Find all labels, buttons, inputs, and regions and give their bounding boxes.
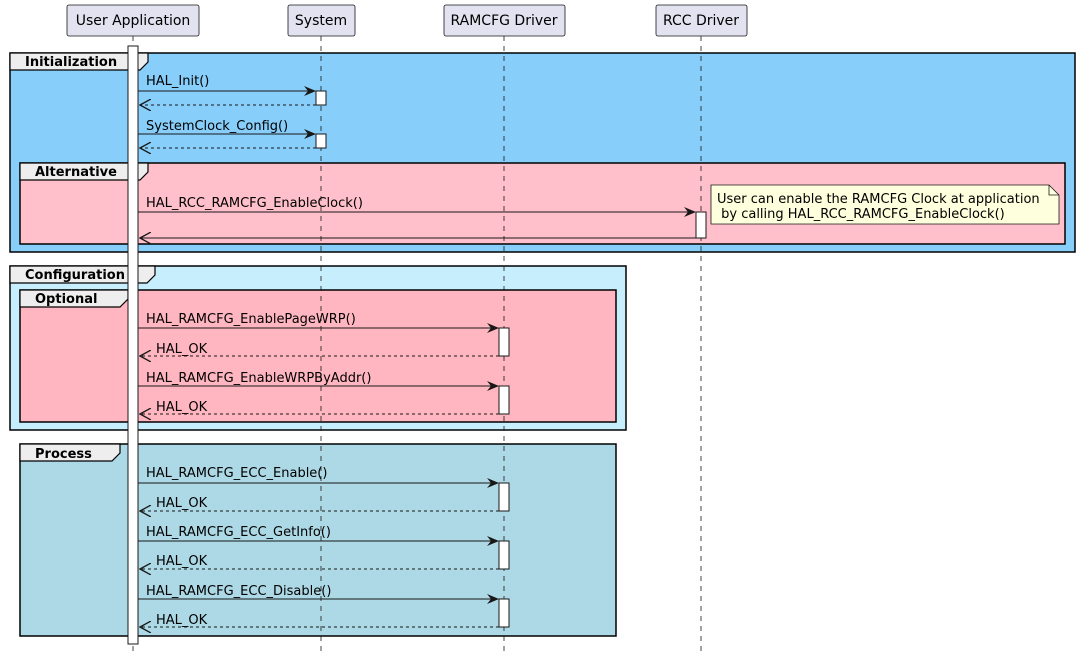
participant-ramcfg-driver: RAMCFG Driver — [443, 4, 566, 37]
participant-rcc-driver: RCC Driver — [655, 4, 748, 37]
participant-label: RAMCFG Driver — [450, 13, 557, 29]
message-label-rcc-enable-clock: HAL_RCC_RAMCFG_EnableClock() — [146, 196, 363, 211]
group-process: Process — [19, 443, 617, 637]
group-label-process: Process — [35, 447, 92, 462]
activation-bars — [127, 45, 707, 645]
activation-ramcfg-3 — [498, 482, 510, 512]
participant-system: System — [287, 4, 356, 37]
participant-label: System — [295, 13, 347, 29]
note-line-1: User can enable the RAMCFG Clock at appl… — [717, 192, 1040, 207]
activation-ramcfg-4 — [498, 540, 510, 570]
messages — [138, 86, 696, 627]
message-label-ecc-enable: HAL_RAMCFG_ECC_Enable() — [146, 466, 327, 481]
message-label-ecc-disable: HAL_RAMCFG_ECC_Disable() — [146, 584, 331, 599]
activation-ramcfg-5 — [498, 598, 510, 628]
group-label-initialization: Initialization — [25, 55, 117, 70]
return-label: HAL_OK — [156, 613, 208, 628]
activation-system-2 — [315, 133, 327, 149]
message-label-systemclock-config: SystemClock_Config() — [146, 119, 288, 134]
group-label-configuration: Configuration — [25, 268, 125, 283]
activation-ramcfg-2 — [498, 385, 510, 415]
group-label-optional: Optional — [35, 292, 97, 307]
message-label-enable-page-wrp: HAL_RAMCFG_EnablePageWRP() — [146, 312, 356, 327]
message-label-ecc-getinfo: HAL_RAMCFG_ECC_GetInfo() — [146, 525, 331, 540]
activation-ramcfg-1 — [498, 327, 510, 357]
note: User can enable the RAMCFG Clock at appl… — [710, 184, 1060, 225]
activation-system-1 — [315, 90, 327, 106]
message-label-enable-wrp-by-addr: HAL_RAMCFG_EnableWRPByAddr() — [146, 371, 371, 386]
return-label: HAL_OK — [156, 554, 208, 569]
return-label: HAL_OK — [156, 496, 208, 511]
participant-user-application: User Application — [66, 4, 200, 37]
group-label-alternative: Alternative — [35, 165, 117, 180]
message-labels: HAL_Init() SystemClock_Config() HAL_RCC_… — [146, 74, 371, 628]
participant-label: User Application — [76, 13, 191, 29]
note-line-2: by calling HAL_RCC_RAMCFG_EnableClock() — [717, 207, 1005, 222]
return-label: HAL_OK — [156, 400, 208, 415]
message-label-hal-init: HAL_Init() — [146, 74, 209, 89]
activation-rcc-driver — [695, 211, 707, 239]
activation-user-application — [127, 45, 139, 645]
return-label: HAL_OK — [156, 342, 208, 357]
participant-label: RCC Driver — [663, 13, 739, 29]
